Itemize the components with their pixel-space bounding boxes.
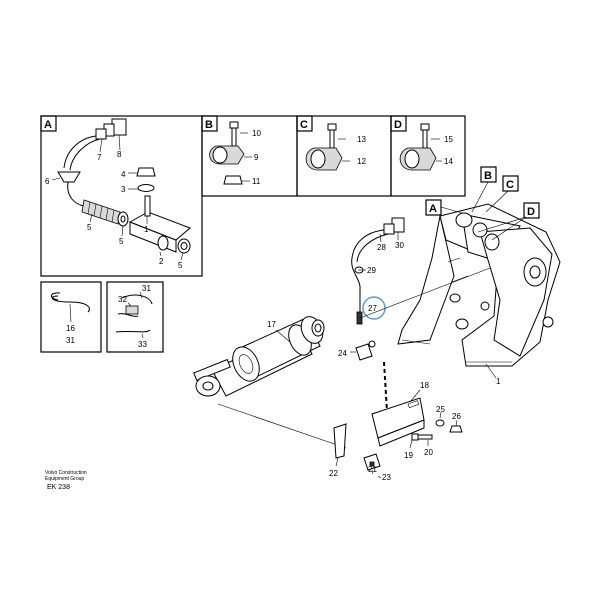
corrugated-sleeve xyxy=(81,199,121,225)
detail-box-c: C 13 12 xyxy=(296,115,392,197)
footer-brand: Volvo Construction Equipment Group EK 23… xyxy=(45,470,87,491)
nut-part xyxy=(223,175,243,185)
drawing-code: EK 238 xyxy=(47,484,70,491)
box-letter-b: B xyxy=(205,119,213,131)
loader-frame: 1 xyxy=(397,203,561,386)
part-number: 7 xyxy=(97,153,102,162)
bolt-part xyxy=(327,123,337,131)
part-number: 2 xyxy=(159,257,164,266)
part-number: 1 xyxy=(144,225,149,234)
part-number: 25 xyxy=(436,405,445,414)
part-number-highlighted: 27 xyxy=(368,304,377,313)
part-number: 16 xyxy=(66,324,75,333)
connector-part xyxy=(383,223,395,235)
connector-part xyxy=(95,128,107,140)
part-number: 8 xyxy=(117,150,122,159)
part-number: 11 xyxy=(252,177,261,186)
part-number: 26 xyxy=(452,412,461,421)
mount-part xyxy=(355,343,373,361)
bracket-22: 22 xyxy=(329,423,347,478)
detail-box-b: B 10 9 11 xyxy=(201,115,298,197)
frame-callouts: B C A D xyxy=(425,166,540,241)
callout-c: C xyxy=(506,179,514,191)
part-number: 5 xyxy=(178,261,183,270)
part-number: 9 xyxy=(254,153,259,162)
brand-line-1: Volvo Construction xyxy=(45,470,87,476)
part-number: 4 xyxy=(121,170,126,179)
part-number: 29 xyxy=(367,266,376,275)
part-number: 5 xyxy=(87,223,92,232)
box-letter-a: A xyxy=(44,119,52,131)
part-number: 18 xyxy=(420,381,429,390)
nut-part xyxy=(136,167,156,177)
sensor-part xyxy=(356,311,363,325)
callout-a: A xyxy=(429,203,437,215)
callout-b: B xyxy=(484,170,492,182)
part-number: 19 xyxy=(404,451,413,460)
sensor-harness: 28 30 29 27 xyxy=(351,217,491,325)
part-number: 22 xyxy=(329,469,338,478)
sensor-mount: 24 xyxy=(338,340,389,429)
callout-d: D xyxy=(527,206,535,218)
bolt-part xyxy=(229,121,239,129)
cable-tie-part xyxy=(51,295,90,313)
box-letter-c: C xyxy=(300,119,308,131)
bolt-part xyxy=(420,123,430,131)
part-number: 28 xyxy=(377,243,386,252)
detail-box-f: 31 32 33 xyxy=(106,281,164,353)
detail-box-d: D 15 14 xyxy=(390,115,466,197)
part-number: 31 xyxy=(142,284,151,293)
detail-box-a: A xyxy=(40,115,203,277)
part-number: 24 xyxy=(338,349,347,358)
part-number: 6 xyxy=(45,177,50,186)
part-number: 20 xyxy=(424,448,433,457)
part-number: 3 xyxy=(121,185,126,194)
bracket-plate: 18 xyxy=(371,381,429,447)
part-number: 31 xyxy=(66,336,75,345)
part-number: 1 xyxy=(496,377,501,386)
part-number: 13 xyxy=(357,135,366,144)
part-number: 23 xyxy=(382,473,391,482)
part-number: 32 xyxy=(118,295,127,304)
part-number: 17 xyxy=(267,320,276,329)
box-letter-d: D xyxy=(394,119,402,131)
hydraulic-cylinder: 17 xyxy=(193,316,347,449)
part-number: 21 xyxy=(368,465,377,474)
part-number: 5 xyxy=(119,237,124,246)
part-number: 10 xyxy=(252,129,261,138)
clamp-part xyxy=(125,305,139,315)
part-number: 30 xyxy=(395,241,404,250)
part-number: 12 xyxy=(357,157,366,166)
highlight-circle xyxy=(362,296,386,320)
detail-box-e: 16 31 xyxy=(40,281,102,353)
part-number: 14 xyxy=(444,157,453,166)
fasteners: 25 26 21 23 19 20 xyxy=(363,405,463,482)
part-number: 33 xyxy=(138,340,147,349)
part-number: 15 xyxy=(444,135,453,144)
brand-line-2: Equipment Group xyxy=(45,476,84,482)
